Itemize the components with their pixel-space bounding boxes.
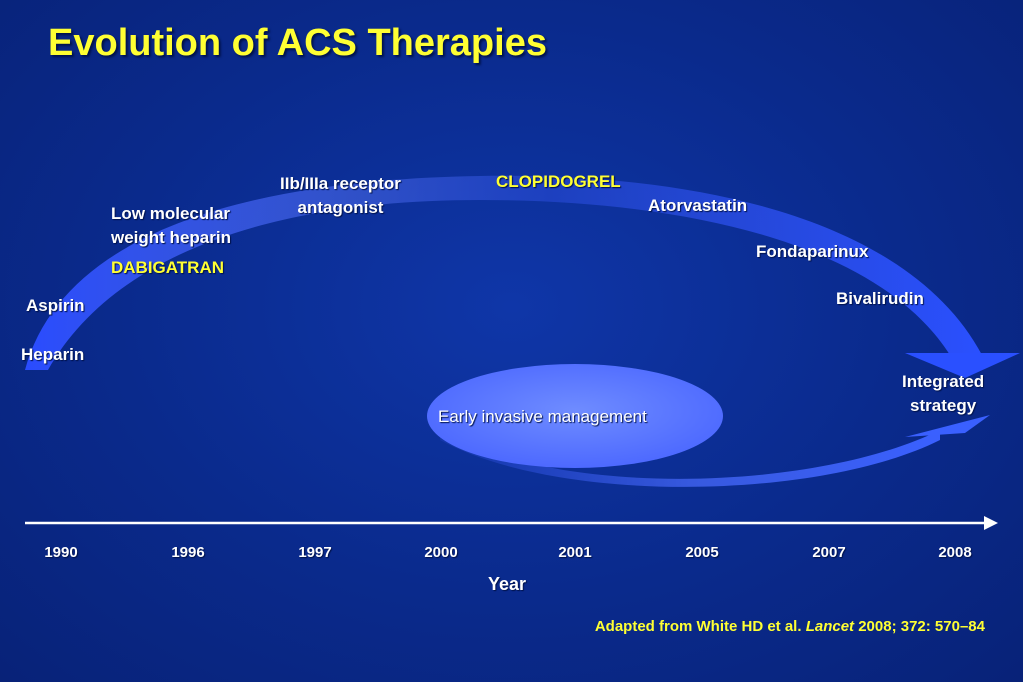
label-gp-line1: IIb/IIIa receptor [280, 174, 401, 193]
source-credit: Adapted from White HD et al. Lancet 2008… [595, 618, 985, 635]
year-tick-label: 1990 [44, 544, 78, 561]
timeline-axis-arrowhead [984, 516, 998, 530]
label-integrated-line2: strategy [910, 395, 977, 415]
label-lmwh-line1: Low molecular [111, 204, 231, 223]
label-lmwh: Low molecular weight heparin [111, 202, 231, 250]
label-heparin: Heparin [21, 345, 85, 364]
timeline-axis-title: Year [487, 574, 527, 594]
credit-suffix: 2008; 372: 570–84 [854, 618, 985, 635]
slide-title: Evolution of ACS Therapies [48, 22, 547, 64]
upper-arc-band [25, 175, 982, 370]
label-dabigatran: DABIGATRAN [111, 258, 225, 277]
lower-arrowhead [905, 415, 990, 437]
year-tick-label: 2008 [938, 544, 972, 561]
label-integrated-line1: Integrated [902, 372, 985, 391]
label-aspirin: Aspirin [26, 296, 85, 315]
year-tick-label: 1996 [171, 544, 205, 561]
label-atorvastatin: Atorvastatin [648, 196, 748, 215]
label-early-invasive: Early invasive management [438, 407, 647, 426]
lower-arc-band [440, 430, 940, 487]
year-tick-label: 2005 [685, 544, 719, 561]
credit-prefix: Adapted from White HD et al. [594, 618, 806, 635]
label-bivalirudin: Bivalirudin [836, 289, 924, 308]
year-tick-label: 2007 [812, 544, 846, 561]
year-tick-label: 1997 [298, 544, 332, 561]
label-lmwh-line2: weight heparin [111, 227, 231, 247]
early-invasive-oval [427, 364, 723, 468]
label-fondaparinux: Fondaparinux [756, 242, 869, 261]
year-tick-label: 2001 [558, 544, 592, 561]
credit-journal: Lancet [805, 618, 855, 635]
label-integrated-strategy: Integrated strategy [902, 370, 984, 418]
year-tick-label: 2000 [424, 544, 458, 561]
upper-arrowhead [905, 353, 1020, 378]
label-gp-line2: antagonist [297, 197, 384, 217]
label-clopidogrel: CLOPIDOGREL [496, 172, 621, 191]
label-gp-antagonist: IIb/IIIa receptor antagonist [280, 172, 401, 220]
